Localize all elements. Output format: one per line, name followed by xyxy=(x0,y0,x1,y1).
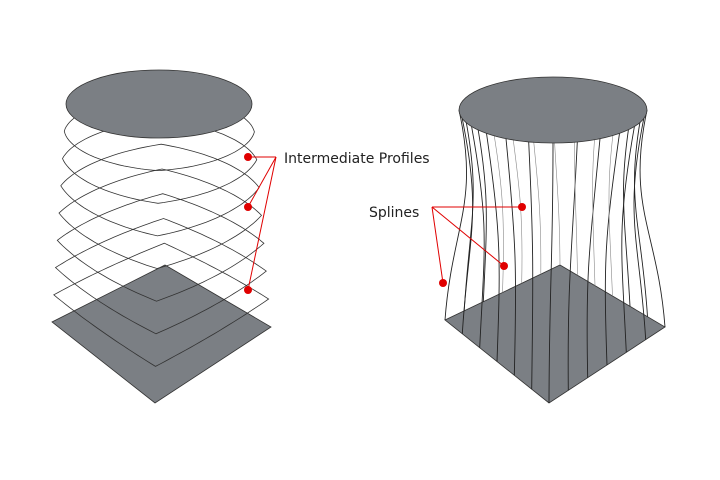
bottom-square-face xyxy=(444,264,666,404)
profile-marker-dot xyxy=(244,203,252,211)
top-circle-face xyxy=(458,76,648,144)
leader-line xyxy=(431,206,444,284)
bottom-square-profile xyxy=(51,264,272,404)
intermediate-profiles-label: Intermediate Profiles xyxy=(284,151,430,167)
spline-curve xyxy=(567,141,578,391)
spline-curve xyxy=(639,109,666,328)
intermediate-profile xyxy=(56,193,265,302)
spline-curve xyxy=(461,101,474,311)
spline-curve xyxy=(621,126,635,353)
spline-curve xyxy=(633,118,647,340)
spline-curve xyxy=(604,133,620,366)
intermediate-profile xyxy=(58,168,263,269)
leader-line xyxy=(247,156,277,208)
spline-curve xyxy=(505,138,517,376)
loft-profiles-figure xyxy=(51,69,272,404)
spline-curve xyxy=(586,138,601,378)
spline-curve xyxy=(528,141,534,390)
intermediate-profile xyxy=(60,143,260,237)
spline-curve xyxy=(444,109,467,321)
spline-curve xyxy=(548,142,554,404)
top-circle-profile xyxy=(65,69,253,139)
spline-marker-dot xyxy=(439,279,447,287)
callouts xyxy=(244,153,526,294)
loft-splines-figure xyxy=(444,76,666,404)
profile-marker-dot xyxy=(244,153,252,161)
spline-curve xyxy=(634,101,648,317)
profile-marker-dot xyxy=(244,286,252,294)
spline-marker-dot xyxy=(500,262,508,270)
intermediate-profile xyxy=(53,242,270,367)
intermediate-profile xyxy=(54,218,267,335)
spline-curve xyxy=(471,126,485,348)
spline-curve xyxy=(486,133,500,362)
leader-line xyxy=(247,156,277,291)
spline-marker-dot xyxy=(518,203,526,211)
splines-label: Splines xyxy=(369,205,419,221)
leader-line xyxy=(431,206,505,267)
